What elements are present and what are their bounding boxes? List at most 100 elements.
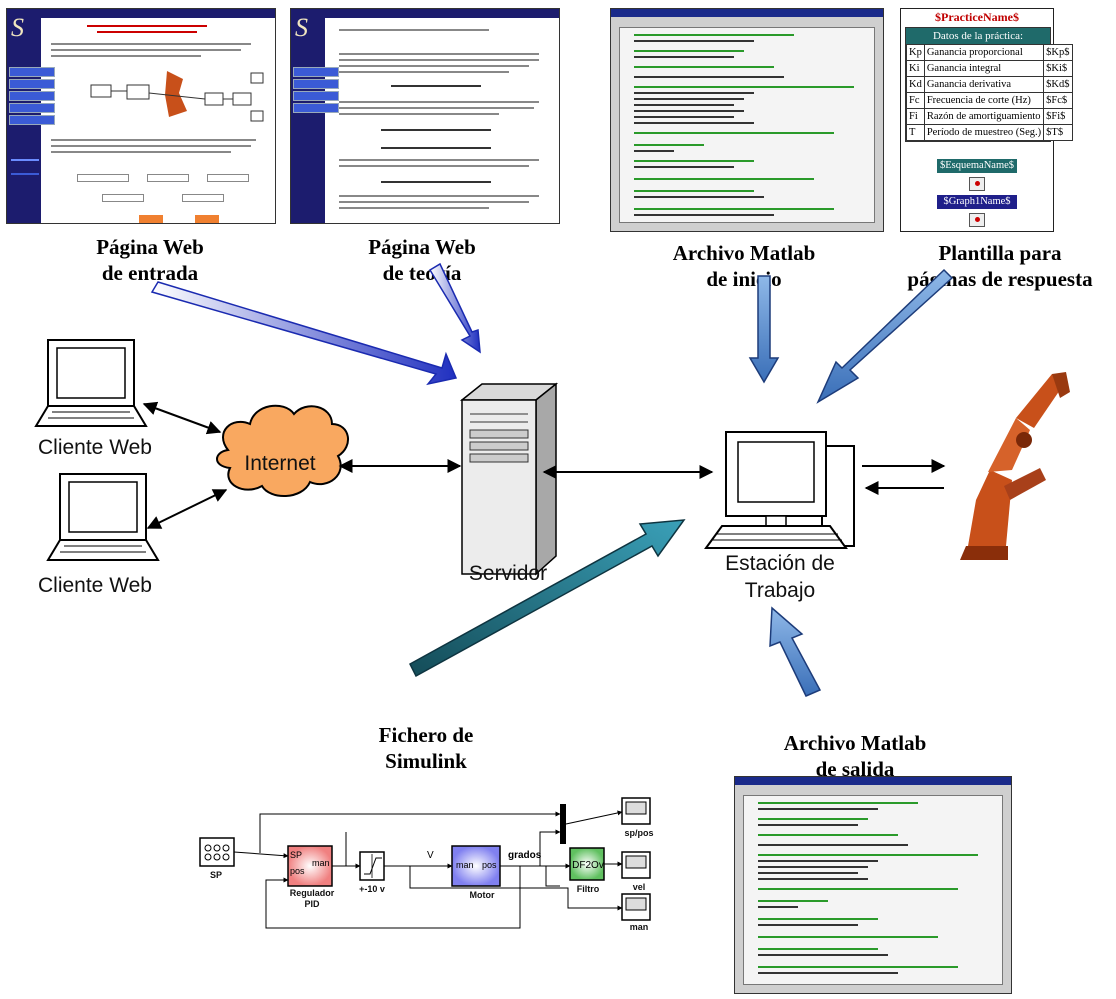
text-line	[339, 165, 529, 167]
sidebar-button	[9, 79, 55, 89]
window-titlebar	[611, 9, 883, 17]
filter-inner-label: DF2Ov	[572, 860, 604, 871]
web-entry-thumbnail: S	[6, 8, 276, 224]
sidebar-button	[293, 67, 339, 77]
form-field	[182, 194, 224, 202]
matlab-init-thumbnail	[610, 8, 884, 232]
text-line	[339, 65, 529, 67]
arrow-web-theory-to-server	[428, 262, 481, 354]
text-line	[339, 53, 539, 55]
sidebar-link	[11, 173, 39, 175]
text-line	[51, 49, 241, 51]
editor-body	[743, 795, 1003, 985]
block-diagram-icon	[90, 71, 264, 122]
client-top-label: Cliente Web	[37, 436, 152, 459]
sidebar-button	[293, 103, 339, 113]
text-line	[339, 107, 534, 109]
text-line	[339, 101, 539, 103]
sidebar-link	[11, 159, 39, 161]
form-field	[147, 174, 189, 182]
sidebar-button	[9, 67, 55, 77]
link-client-internet-bottom	[146, 489, 228, 529]
sp-block-label: SP	[209, 870, 222, 880]
arrow-simulink-to-workstation	[409, 519, 686, 678]
internet-label: Internet	[244, 452, 316, 475]
motor-out-pos: pos	[482, 860, 497, 870]
internet-cloud-icon	[216, 404, 349, 498]
filter-block-label: Filtro	[576, 884, 600, 894]
text-line	[339, 201, 529, 203]
sidebar-button	[9, 91, 55, 101]
form-field	[102, 194, 144, 202]
template-cell-var: $T$	[1043, 124, 1073, 141]
arrow-web-entry-to-server	[150, 281, 458, 386]
formula-line	[381, 129, 491, 131]
form-field	[207, 174, 249, 182]
template-title: $PracticeName$	[935, 10, 1019, 24]
template-header: Datos de la práctica:	[932, 30, 1024, 42]
form-field	[77, 174, 129, 182]
pid-in-pos: pos	[290, 866, 305, 876]
scope-sppos-label: sp/pos	[624, 828, 654, 838]
title-line	[97, 31, 197, 33]
sidebar-button	[9, 115, 55, 125]
pid-in-sp: SP	[290, 850, 303, 860]
submit-button	[139, 215, 163, 223]
text-line	[339, 113, 499, 115]
sidebar-button	[293, 79, 339, 89]
sidebar-button	[9, 103, 55, 113]
template-cell-var: $Kp$	[1043, 44, 1073, 61]
sidebar-button	[293, 91, 339, 101]
formula-line	[381, 181, 491, 183]
laptop-bottom-icon	[46, 473, 160, 561]
text-line	[51, 139, 256, 141]
graph-label: $Graph1Name$	[937, 195, 1017, 209]
web-theory-thumbnail: S	[290, 8, 560, 224]
scope-man-label: man	[629, 922, 649, 932]
formula-line	[381, 147, 491, 149]
link-client-internet-top	[142, 401, 222, 435]
web-titlebar	[325, 9, 559, 18]
motor-block-label: Motor	[469, 890, 495, 900]
web-titlebar	[41, 9, 275, 18]
window-titlebar	[735, 777, 1011, 785]
text-line	[51, 43, 251, 45]
text-line	[339, 159, 539, 161]
image-placeholder-icon	[969, 213, 985, 227]
pid-out-man: man	[312, 858, 330, 868]
text-line	[51, 55, 201, 57]
formula-line	[391, 85, 481, 87]
text-line	[339, 207, 489, 209]
editor-body	[619, 27, 875, 223]
workstation-icon	[704, 431, 855, 549]
matlab-out-thumbnail	[734, 776, 1012, 994]
text-line	[51, 151, 231, 153]
template-cell-desc: Período de muestreo (Seg.)	[923, 124, 1045, 141]
arrow-template-to-workstation	[816, 268, 954, 404]
logo-icon: S	[295, 13, 308, 42]
client-bottom-label: Cliente Web	[37, 574, 152, 597]
laptop-top-icon	[34, 339, 148, 427]
text-line	[339, 71, 509, 73]
saturation-label: +-10 v	[359, 884, 385, 894]
reset-button	[195, 215, 219, 223]
arrow-matlab-init-to-workstation	[748, 275, 780, 384]
server-label: Servidor	[468, 562, 548, 585]
scope-vel-label: vel	[632, 882, 646, 892]
server-icon	[459, 382, 559, 576]
scheme-label: $EsquemaName$	[937, 159, 1017, 173]
signal-grados-label: grados	[508, 850, 542, 861]
logo-icon: S	[11, 13, 24, 42]
text-line	[51, 145, 251, 147]
simulink-diagram	[199, 797, 651, 929]
web-sidebar	[291, 9, 325, 223]
